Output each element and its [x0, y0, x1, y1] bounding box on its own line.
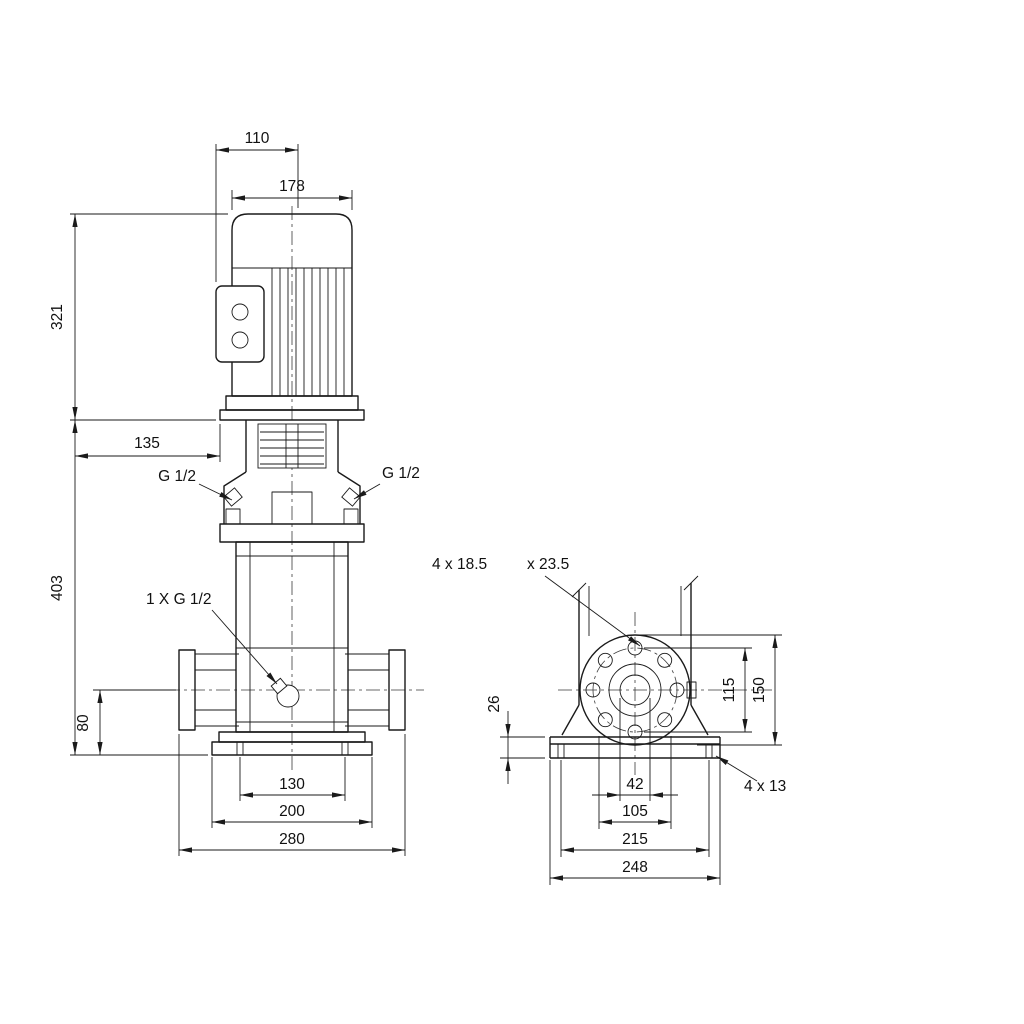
dim-178: 178: [231, 178, 353, 210]
callout-flange-holes: 4 x 18.5 x 23.5: [432, 556, 641, 647]
clamp-detail: [686, 681, 697, 699]
dim-label-42: 42: [626, 776, 643, 793]
port-flange-face: [579, 634, 691, 746]
dim-150: 150: [640, 634, 782, 746]
drain-label: 1 X G 1/2: [146, 591, 211, 608]
staybolt-nut-left: [225, 508, 241, 525]
port-label-left: G 1/2: [158, 468, 196, 485]
dim-label-248: 248: [622, 859, 648, 876]
dim-115: 115: [644, 647, 752, 733]
side-view: 115 150 26 42 105: [432, 556, 786, 885]
dim-label-105: 105: [622, 803, 648, 820]
dim-label-403: 403: [49, 575, 66, 601]
dim-130: 130: [239, 757, 346, 801]
base-plate-front: [211, 731, 373, 756]
flange-holes-label-b: x 23.5: [527, 556, 569, 573]
dim-215: 215: [560, 760, 710, 857]
base-plate-side: [549, 736, 721, 759]
staybolt-nut-right: [343, 508, 359, 525]
flange-right: [345, 649, 406, 731]
centerlines-side: [558, 612, 776, 775]
callout-drain: 1 X G 1/2: [146, 591, 278, 685]
callout-port-right: G 1/2: [353, 465, 420, 500]
dim-200: 200: [211, 757, 373, 828]
bore: [619, 674, 651, 706]
flange-holes-label-a: 4 x 18.5: [432, 556, 487, 573]
front-view: 110 178 321 403 135 80: [49, 130, 424, 856]
dim-label-115: 115: [721, 678, 738, 703]
callout-port-left: G 1/2: [158, 468, 233, 501]
motor-stool-plate: [219, 409, 365, 421]
coupling-stool: [245, 420, 339, 472]
body-silhouette: [561, 575, 709, 736]
raised-face: [608, 663, 662, 717]
dim-label-178: 178: [279, 178, 305, 195]
dim-label-80: 80: [75, 714, 92, 732]
dim-110: 110: [215, 130, 299, 282]
dim-26: 26: [486, 695, 545, 784]
dim-label-26: 26: [486, 695, 503, 712]
dim-label-215: 215: [622, 831, 648, 848]
dim-label-110: 110: [245, 130, 270, 147]
dim-248: 248: [549, 760, 721, 885]
dim-80: 80: [75, 689, 176, 755]
dim-403: 403: [49, 420, 208, 756]
dim-label-130: 130: [279, 776, 305, 793]
dim-105: 105: [598, 736, 672, 829]
dim-280: 280: [178, 734, 406, 856]
flange-left: [178, 649, 239, 731]
motor-body: [215, 213, 365, 421]
dim-label-200: 200: [279, 803, 305, 820]
dim-label-280: 280: [279, 831, 305, 848]
port-label-right: G 1/2: [382, 465, 420, 482]
dim-label-135: 135: [134, 435, 160, 452]
cable-gland-top: [231, 303, 249, 321]
dim-321: 321: [49, 213, 228, 421]
drain-plug: [270, 677, 300, 708]
base-holes-label: 4 x 13: [744, 778, 786, 795]
dim-label-321: 321: [49, 304, 66, 330]
motor-fin-lines: [271, 268, 345, 396]
bolt-circle: [592, 647, 678, 733]
dim-135: 135: [75, 424, 221, 462]
dim-42: 42: [592, 698, 678, 801]
coupling-window: [257, 423, 327, 469]
terminal-box: [215, 285, 265, 363]
dim-label-150: 150: [751, 677, 768, 703]
callout-base-holes: 4 x 13: [715, 755, 786, 795]
cable-gland-bottom: [231, 331, 249, 349]
